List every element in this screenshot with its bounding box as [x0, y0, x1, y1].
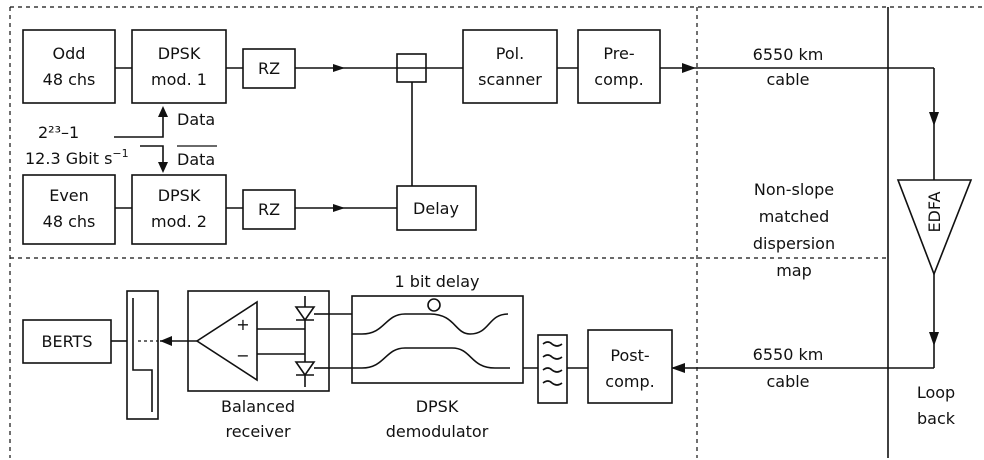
rz-top-label: RZ	[258, 59, 280, 78]
data-arrow-icon	[158, 106, 168, 117]
delay-element-icon	[427, 298, 441, 312]
loop-down-arrow-icon	[929, 112, 939, 126]
dpsk-mod1-label-1: DPSK	[158, 44, 201, 63]
rz-bottom-box	[242, 189, 296, 230]
balanced-receiver-label-1: Balanced	[221, 397, 295, 416]
loop-back-label-1: Loop	[917, 383, 955, 402]
minus-sign: −	[236, 346, 249, 365]
filter-wave-3-icon	[542, 367, 563, 373]
photodiode-bottom-icon	[294, 361, 316, 377]
pre-comp-label-2: comp.	[594, 70, 643, 89]
filter-wave-1-icon	[542, 341, 563, 347]
even-channels-box	[22, 174, 116, 245]
data-bar-label: Data	[177, 150, 215, 169]
even-channels-label-2: 48 chs	[43, 212, 96, 231]
data-bar-arrow-icon	[158, 162, 168, 173]
loop-down-arrow-2-icon	[929, 332, 939, 346]
optical-filter-box	[537, 334, 568, 404]
rz-bottom-arrow-icon	[333, 204, 345, 212]
photodiode-top-icon	[294, 306, 316, 322]
plus-sign: +	[236, 315, 249, 334]
odd-channels-box	[22, 29, 116, 104]
demodulator-label-2: demodulator	[386, 422, 489, 441]
bit-rate-value: 12.3 Gbit s	[25, 149, 112, 168]
post-comp-label-1: Post-	[610, 346, 649, 365]
amp-out-arrow-icon	[160, 336, 172, 346]
mzi-lower-arm	[352, 347, 510, 369]
bit-rate-exponent: −1	[112, 147, 128, 160]
pol-scanner-label-1: Pol.	[496, 44, 524, 63]
dispersion-map-label-3: dispersion	[753, 234, 835, 253]
pre-comp-label-1: Pre-	[603, 44, 634, 63]
odd-channels-label-1: Odd	[53, 44, 86, 63]
delay-label: Delay	[413, 199, 459, 218]
data-bar-line	[140, 145, 164, 163]
cable-out-arrow-icon	[671, 363, 685, 373]
filter-wave-4-icon	[542, 380, 563, 386]
data-line	[114, 115, 164, 138]
diff-amplifier-triangle	[195, 300, 258, 382]
dpsk-mod1-box	[131, 29, 227, 104]
decision-circuit-box	[126, 290, 159, 420]
pol-scanner-box	[462, 29, 558, 104]
prbs-label: 2²³–1	[38, 123, 79, 142]
loop-back-label-2: back	[917, 409, 956, 428]
mzi-upper-arm	[352, 313, 509, 335]
balanced-receiver-label-2: receiver	[225, 422, 290, 441]
rz-top-arrow-icon	[333, 64, 345, 72]
dpsk-mod2-label-1: DPSK	[158, 186, 201, 205]
section-dividers	[9, 6, 984, 458]
rz-bottom-label: RZ	[258, 200, 280, 219]
post-comp-label-2: comp.	[605, 372, 654, 391]
bit-delay-label: 1 bit delay	[395, 272, 480, 291]
bit-rate-label: 12.3 Gbit s−1	[25, 147, 129, 168]
berts-box	[22, 319, 112, 364]
top-cable-label-2: cable	[766, 70, 809, 89]
dispersion-map-label-2: matched	[759, 207, 830, 226]
delay-box	[396, 185, 477, 231]
post-comp-box	[587, 329, 673, 404]
dpsk-mod1-label-2: mod. 1	[151, 70, 207, 89]
even-channels-label-1: Even	[49, 186, 89, 205]
berts-label: BERTS	[42, 332, 93, 351]
data-label: Data	[177, 110, 215, 129]
cable-in-arrow-icon	[682, 63, 696, 73]
demodulator-label-1: DPSK	[416, 397, 459, 416]
bottom-cable-label-1: 6550 km	[753, 345, 824, 364]
dpsk-mod2-label-2: mod. 2	[151, 212, 207, 231]
top-cable-label-1: 6550 km	[753, 45, 824, 64]
filter-wave-2-icon	[542, 354, 563, 360]
bottom-cable-label-2: cable	[766, 372, 809, 391]
rz-top-box	[242, 48, 296, 89]
dispersion-map-label-1: Non-slope	[754, 180, 834, 199]
decision-circuit-trace	[132, 298, 153, 412]
edfa-triangle	[896, 179, 973, 277]
pre-comp-box	[577, 29, 661, 104]
dispersion-map-label-4: map	[776, 261, 812, 280]
pol-scanner-label-2: scanner	[478, 70, 542, 89]
dpsk-mod2-box	[131, 174, 227, 245]
edfa-label: EDFA	[925, 191, 944, 232]
odd-channels-label-2: 48 chs	[43, 70, 96, 89]
